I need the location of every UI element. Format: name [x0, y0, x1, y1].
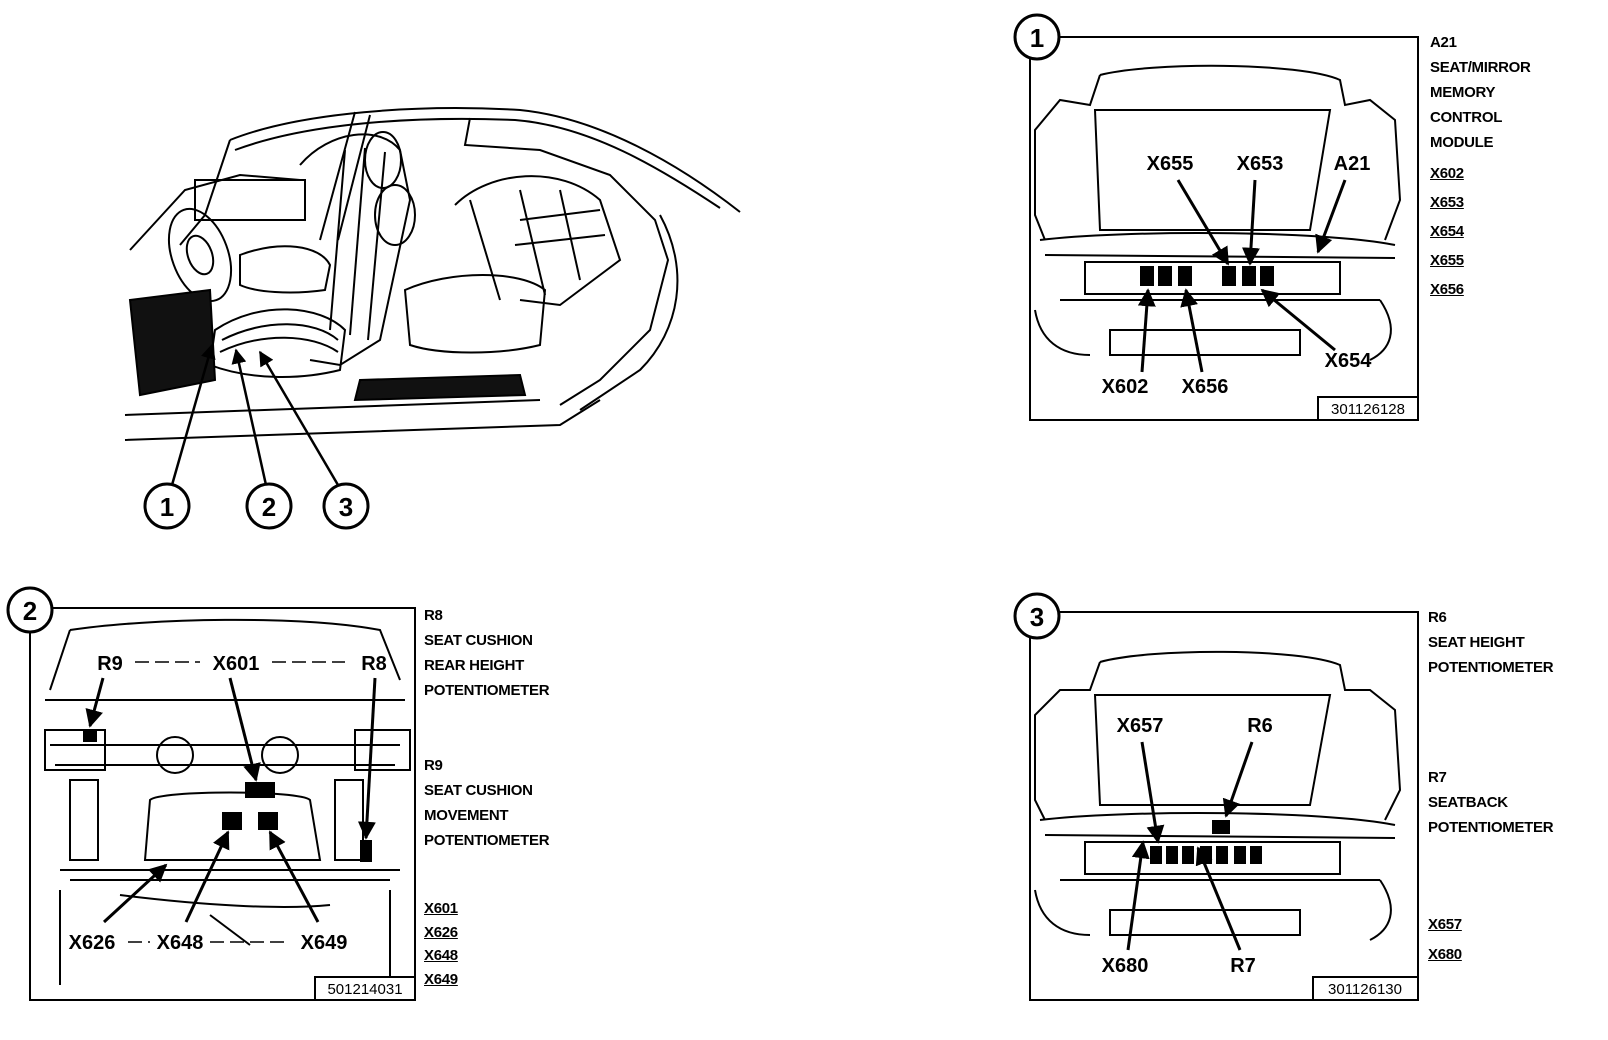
svg-text:3: 3	[1030, 602, 1044, 632]
legend-connector: X680	[1428, 946, 1462, 963]
callout-x680: X680	[1102, 955, 1149, 977]
callout-r7: R7	[1230, 955, 1256, 977]
figure-id-1: 301126128	[1331, 401, 1405, 418]
legend-desc-line: POTENTIOMETER	[424, 682, 550, 699]
overview-marker-1: 1	[143, 482, 191, 530]
panel-2: 2 R9 X601 R8 X626 X648 X649 501214031	[6, 586, 416, 1001]
legend-connector: X655	[1430, 252, 1464, 269]
legend-code: R8	[424, 607, 443, 624]
legend-desc-line: MODULE	[1430, 134, 1494, 151]
svg-text:2: 2	[262, 492, 276, 522]
svg-text:3: 3	[339, 492, 353, 522]
callout-x601: X601	[213, 653, 260, 675]
legend-connector: X648	[424, 947, 458, 964]
legend-desc-line: REAR HEIGHT	[424, 657, 525, 674]
callout-x602: X602	[1102, 376, 1149, 398]
callout-x656: X656	[1182, 376, 1229, 398]
legend-code: A21	[1430, 34, 1457, 51]
callout-x657: X657	[1117, 715, 1164, 737]
callout-x655: X655	[1147, 153, 1194, 175]
panel-3-marker	[1013, 592, 1061, 640]
legend-desc-line: SEATBACK	[1428, 794, 1508, 811]
legend-code: R6	[1428, 609, 1447, 626]
overview-marker-3: 3	[322, 482, 370, 530]
callout-x648: X648	[157, 932, 204, 954]
car-interior-illustration	[124, 107, 741, 441]
callout-x654: X654	[1325, 350, 1373, 372]
legend-desc-line: CONTROL	[1430, 109, 1503, 126]
callout-x649: X649	[301, 932, 348, 954]
figure-id-2: 501214031	[327, 981, 402, 998]
legend-panel-1: A21 SEAT/MIRROR MEMORY CONTROL MODULE X6…	[1430, 30, 1531, 304]
legend-connector: X657	[1428, 916, 1462, 933]
svg-text:2: 2	[23, 596, 37, 626]
legend-code: R9	[424, 757, 443, 774]
legend-connector: X656	[1430, 281, 1464, 298]
overview-pointers	[170, 343, 340, 486]
panel-1-marker	[1013, 13, 1061, 61]
svg-text:1: 1	[160, 492, 174, 522]
callout-r9: R9	[97, 653, 123, 675]
panel-1: 1 X655 X653 A21 X602 X656 X654 301126128	[1013, 13, 1419, 421]
legend-connector: X653	[1430, 194, 1464, 211]
legend-desc-line: POTENTIOMETER	[1428, 819, 1554, 836]
panel-2-marker	[6, 586, 54, 634]
legend-connector: X649	[424, 970, 458, 988]
overview-marker-2: 2	[245, 482, 293, 530]
legend-connector: X601	[424, 900, 458, 917]
legend-desc-line: SEAT CUSHION	[424, 632, 533, 649]
legend-desc-line: SEAT/MIRROR	[1430, 59, 1531, 76]
legend-connector: X654	[1430, 223, 1464, 240]
legend-connector: X602	[1430, 165, 1464, 182]
callout-x626: X626	[69, 932, 116, 954]
figure-id-3: 301126130	[1328, 981, 1402, 998]
legend-desc-line: SEAT HEIGHT	[1428, 634, 1525, 651]
legend-desc-line: POTENTIOMETER	[424, 832, 550, 849]
legend-desc-line: MOVEMENT	[424, 807, 509, 824]
legend-desc-line: MEMORY	[1430, 84, 1496, 101]
legend-desc-line: SEAT CUSHION	[424, 782, 533, 799]
callout-r8: R8	[361, 653, 387, 675]
legend-connector: X626	[424, 923, 458, 941]
legend-panel-3: R6 SEAT HEIGHT POTENTIOMETER R7 SEATBACK…	[1428, 605, 1554, 970]
callout-a21: A21	[1334, 153, 1371, 175]
callout-r6: R6	[1247, 715, 1273, 737]
callout-x653: X653	[1237, 153, 1284, 175]
svg-text:1: 1	[1030, 23, 1044, 53]
legend-panel-2: R8 SEAT CUSHION REAR HEIGHT POTENTIOMETE…	[424, 603, 550, 991]
legend-desc-line: POTENTIOMETER	[1428, 659, 1554, 676]
legend-code: R7	[1428, 769, 1447, 786]
panel-3: 3 X657 R6 X680 R7 301126130	[1013, 592, 1419, 1001]
